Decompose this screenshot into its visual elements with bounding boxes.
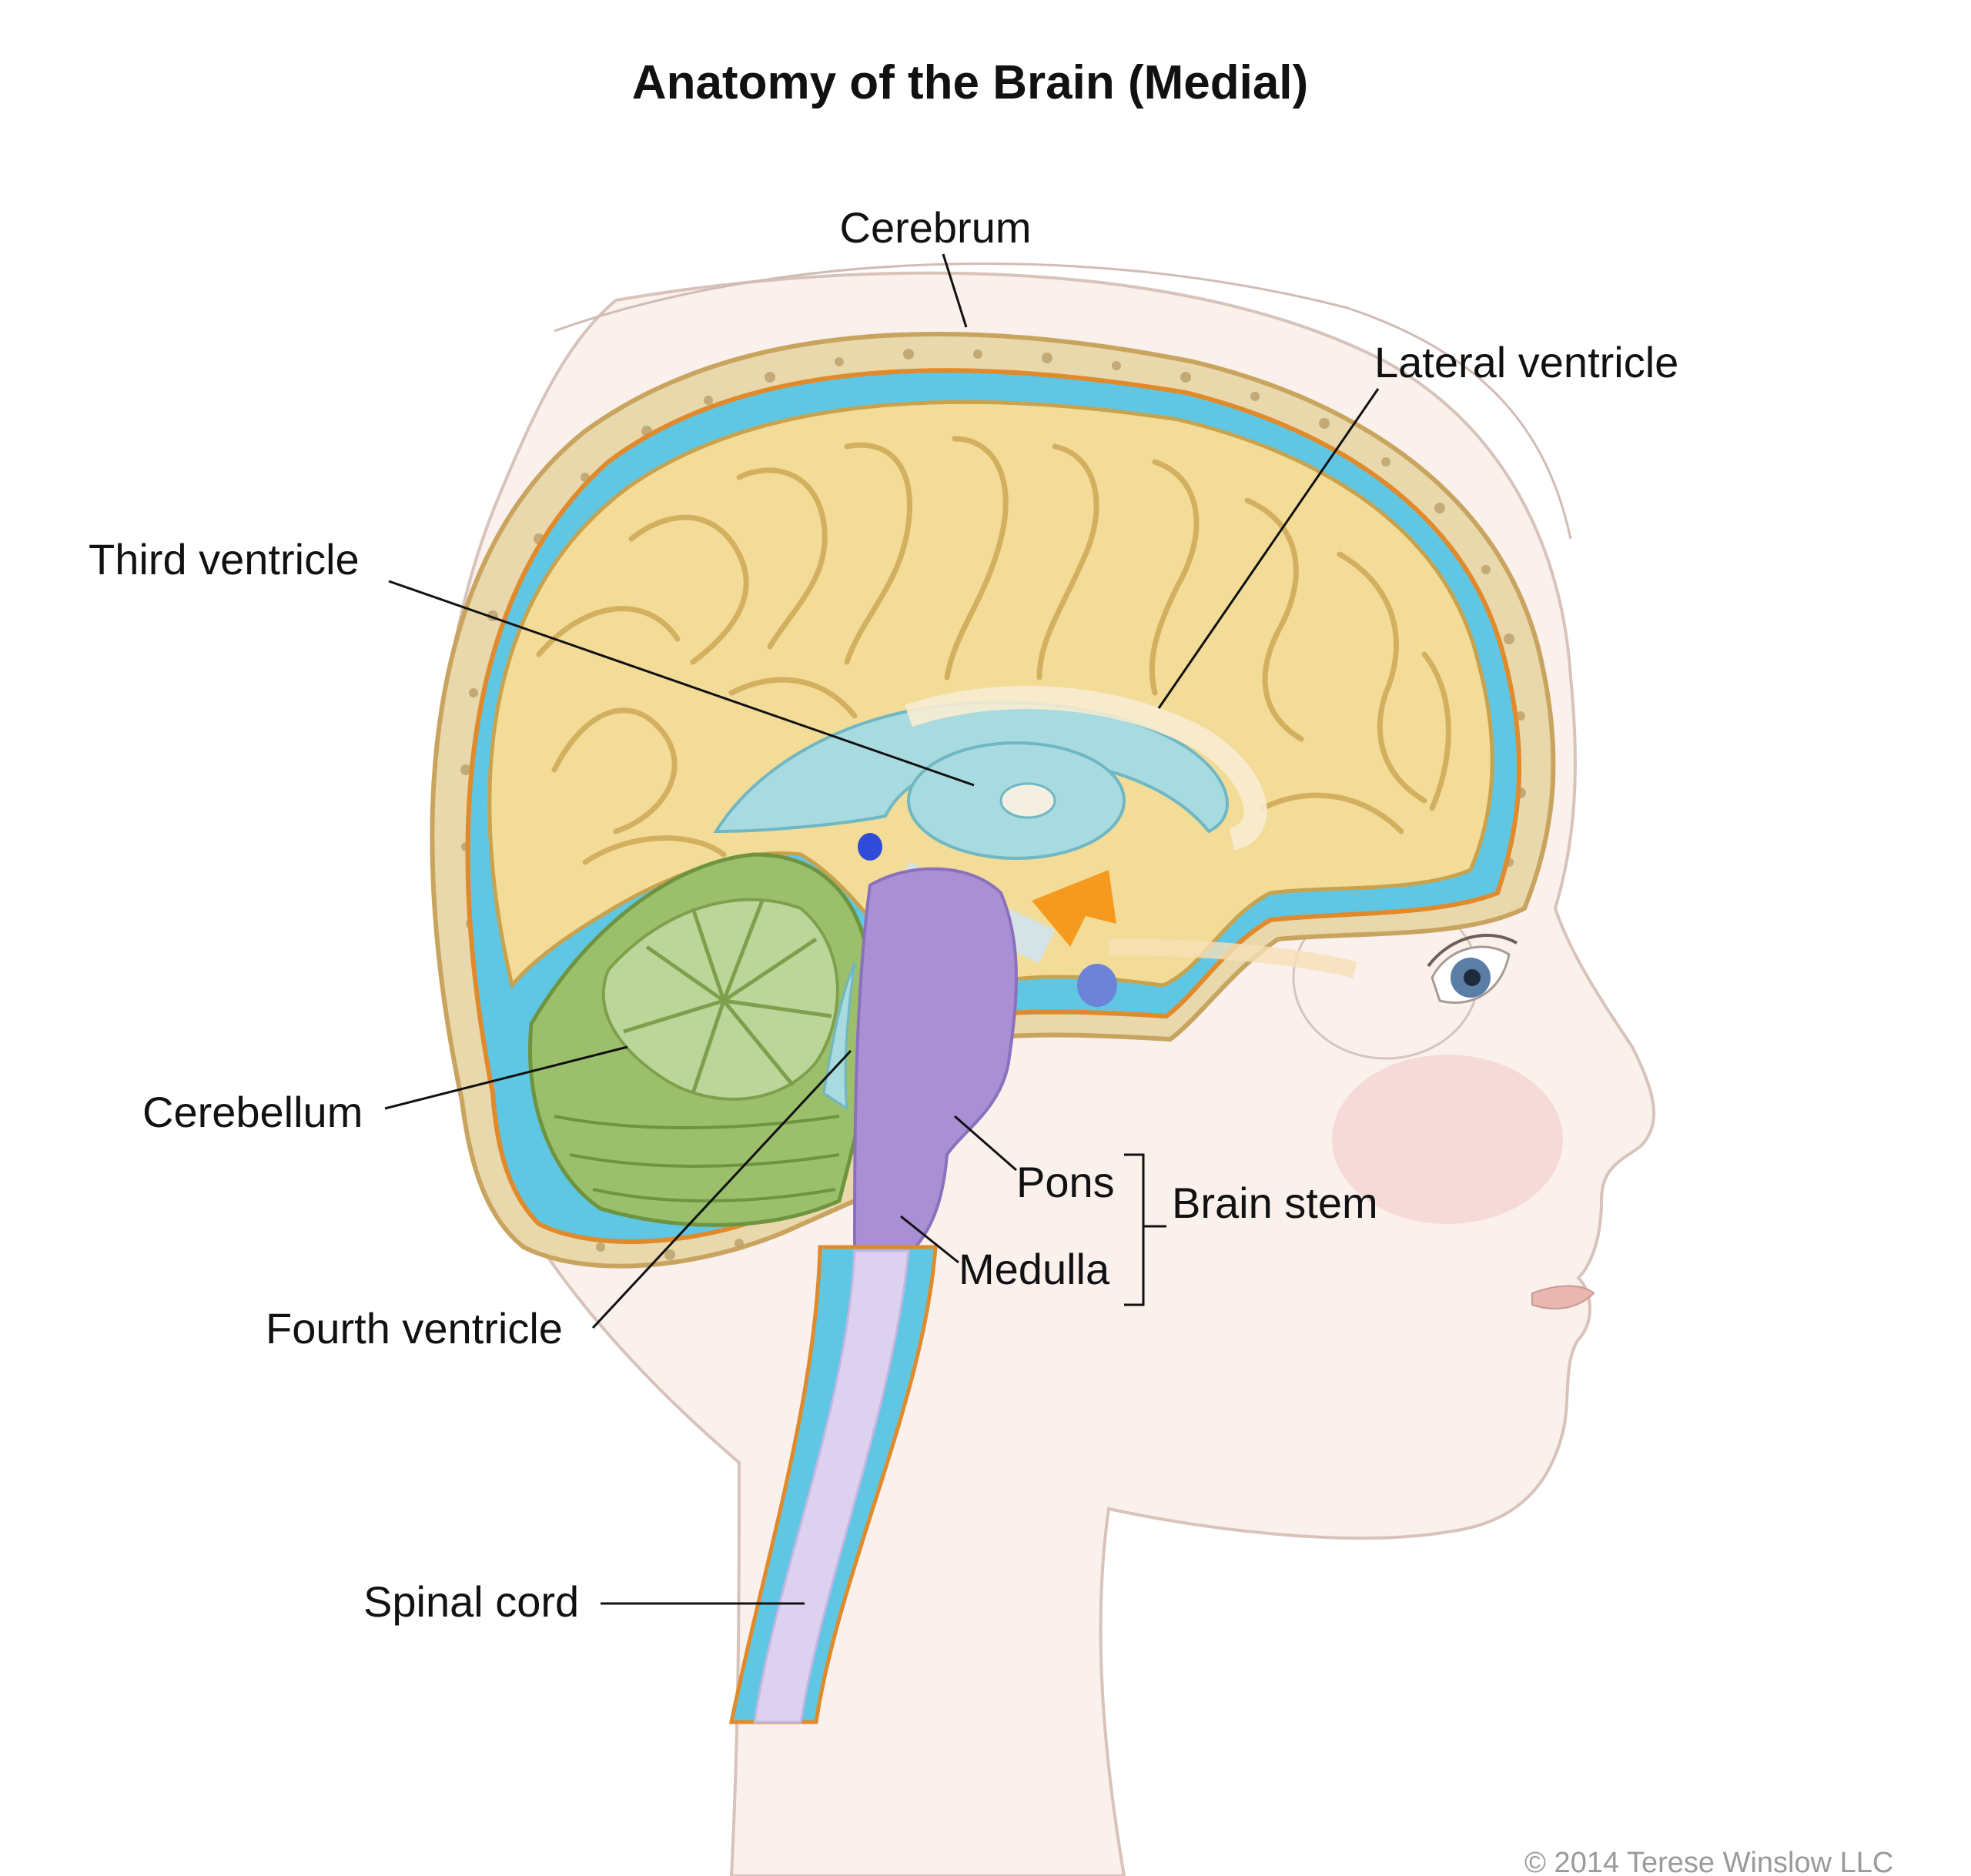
label-third-ventricle: Third ventricle — [89, 535, 360, 584]
label-pons: Pons — [1016, 1158, 1115, 1206]
cheek — [1332, 1055, 1563, 1224]
label-spinal-cord: Spinal cord — [363, 1577, 579, 1626]
head-outer-outline — [554, 263, 1572, 540]
pineal-gland — [858, 833, 882, 861]
corpus-callosum — [905, 686, 1267, 851]
leader-lateral-ventricle — [1157, 388, 1380, 709]
label-lateral-ventricle: Lateral ventricle — [1374, 338, 1678, 386]
lateral-ventricle — [713, 701, 1229, 834]
copyright-credit: © 2014 Terese Winslow LLC — [1524, 1847, 1893, 1876]
cerebellum-folia — [623, 900, 832, 1094]
eye-icon — [1292, 895, 1518, 1060]
optic-nerve — [1108, 938, 1357, 978]
hypothalamus — [1032, 870, 1116, 947]
interthalamic-adhesion — [999, 782, 1056, 819]
page-title: Anatomy of the Brain (Medial) — [632, 56, 1308, 109]
pituitary-gland — [1077, 964, 1117, 1007]
lips — [1531, 1285, 1595, 1309]
leader-third-ventricle — [388, 580, 975, 787]
pons — [852, 867, 1018, 1256]
cerebrum-gyri — [536, 436, 1451, 865]
cerebellum-lower-lamellae — [554, 1115, 840, 1202]
label-cerebrum: Cerebrum — [840, 203, 1032, 252]
leader-cerebellum — [384, 1045, 628, 1110]
leader-pons — [954, 1115, 1017, 1172]
brain-stem-bracket — [1124, 1153, 1166, 1306]
label-cerebellum: Cerebellum — [142, 1088, 363, 1136]
label-fourth-ventricle: Fourth ventricle — [266, 1304, 563, 1353]
label-medulla: Medulla — [959, 1245, 1110, 1293]
label-brain-stem: Brain stem — [1172, 1179, 1378, 1227]
leader-cerebrum — [942, 253, 968, 328]
leader-medulla — [900, 1215, 959, 1264]
leader-fourth-ventricle — [591, 1049, 852, 1329]
